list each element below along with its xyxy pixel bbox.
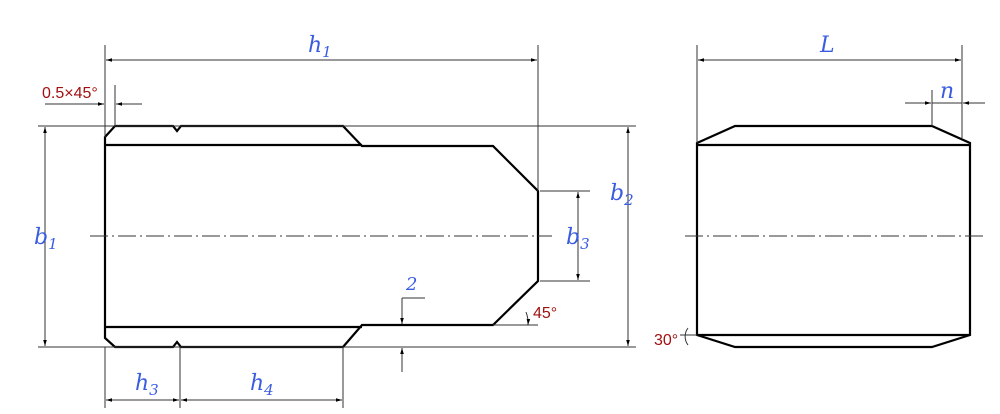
angle-30-annotation: 30°	[654, 332, 678, 349]
dim-label-b2: b2	[610, 181, 634, 209]
dimension-lines	[43, 58, 630, 402]
extension-lines	[38, 45, 636, 408]
end-view-outline	[695, 124, 972, 349]
dim-label-2: 2	[405, 274, 417, 295]
dim-label-n: n	[940, 79, 954, 104]
angle-45-annotation: 45°	[533, 305, 557, 322]
dim-label-b1: b1	[34, 225, 58, 253]
chamfer-annotation: 0.5×45°	[42, 85, 98, 102]
dim-label-h3: h3	[135, 371, 159, 399]
dim-label-h1: h1	[308, 33, 332, 61]
dim-label-L: L	[819, 33, 835, 58]
dim-label-h4: h4	[250, 371, 274, 399]
dim-label-b3: b3	[566, 225, 590, 253]
end-view-dimensions	[680, 45, 985, 346]
